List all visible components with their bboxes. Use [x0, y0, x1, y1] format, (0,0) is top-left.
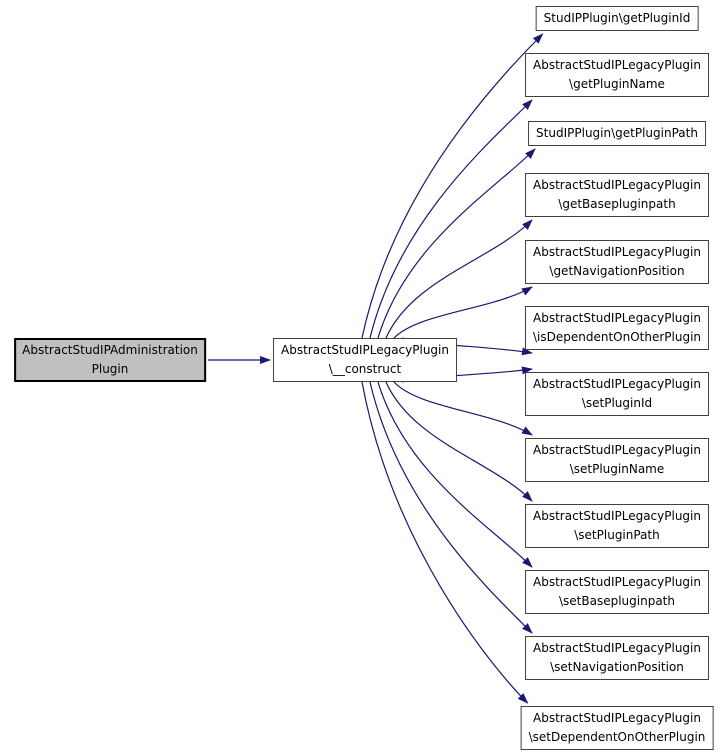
called-node[interactable]: AbstractStudIPLegacyPlugin \getNavigatio…: [525, 240, 709, 284]
called-node[interactable]: AbstractStudIPLegacyPlugin \setPluginNam…: [525, 438, 709, 482]
called-node[interactable]: StudIPPlugin\getPluginPath: [528, 121, 706, 146]
called-node[interactable]: AbstractStudIPLegacyPlugin \setBaseplugi…: [525, 570, 709, 614]
called-node[interactable]: AbstractStudIPLegacyPlugin \isDependentO…: [524, 306, 710, 350]
called-node[interactable]: AbstractStudIPLegacyPlugin \setDependent…: [520, 706, 714, 750]
called-node[interactable]: StudIPPlugin\getPluginId: [535, 6, 699, 31]
called-node[interactable]: AbstractStudIPLegacyPlugin \setPluginId: [525, 372, 709, 416]
construct-node[interactable]: AbstractStudIPLegacyPlugin \__construct: [273, 338, 457, 382]
called-node[interactable]: AbstractStudIPLegacyPlugin \setNavigatio…: [525, 636, 709, 680]
called-node[interactable]: AbstractStudIPLegacyPlugin \getBaseplugi…: [525, 173, 709, 217]
called-node[interactable]: AbstractStudIPLegacyPlugin \getPluginNam…: [525, 53, 709, 97]
root-node: AbstractStudIPAdministration Plugin: [14, 338, 206, 382]
called-node[interactable]: AbstractStudIPLegacyPlugin \setPluginPat…: [525, 504, 709, 548]
